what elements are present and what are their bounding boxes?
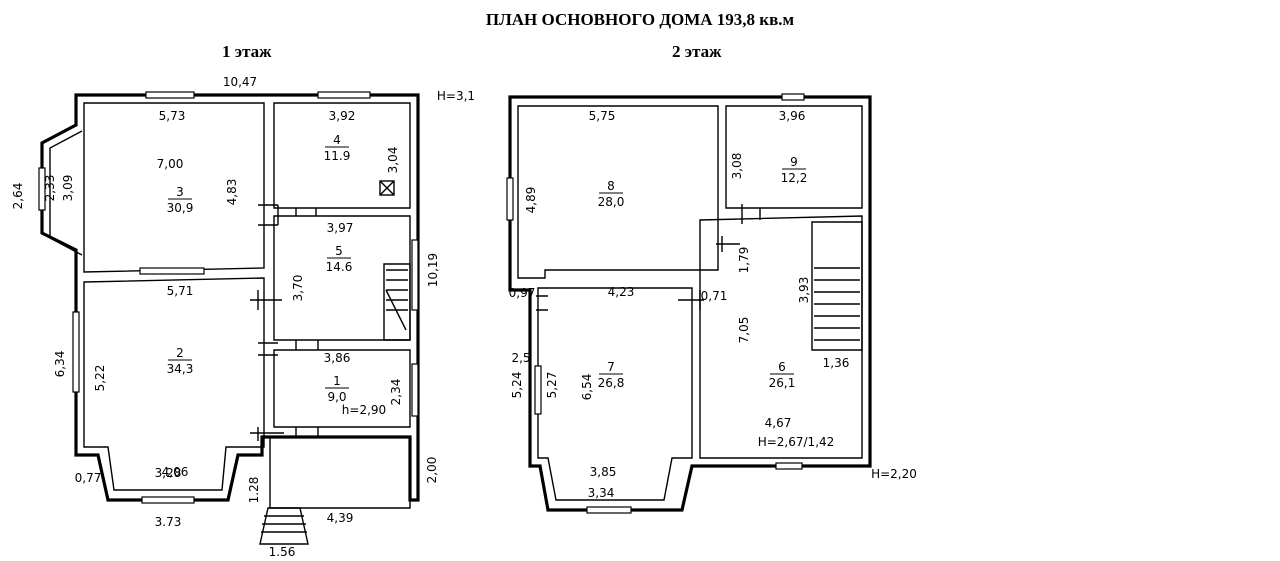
room-number: 6 xyxy=(778,360,786,374)
room-1-label: 19,0 xyxy=(325,374,349,404)
dimension-label: 3,93 xyxy=(797,277,811,304)
room-labels: 330,9411.9514.6234,319,0828,0912,2726,86… xyxy=(167,133,808,404)
dimension-label: 3,09 xyxy=(61,175,75,202)
dimension-label: 3,34 xyxy=(588,486,615,500)
room-area: 12,2 xyxy=(781,171,808,185)
room-area: 14.6 xyxy=(326,260,353,274)
porch-outline xyxy=(269,436,411,509)
dimension-label: 6,54 xyxy=(580,374,594,401)
dimension-label: 5,71 xyxy=(167,284,194,298)
room-4-label: 411.9 xyxy=(324,133,351,163)
room-7-label: 726,8 xyxy=(598,360,625,390)
floor-2-outer-wall xyxy=(508,95,872,512)
dimension-label: 6,34 xyxy=(53,351,67,378)
dimension-label: 1,36 xyxy=(823,356,850,370)
room-area: 26,8 xyxy=(598,376,625,390)
dimension-label: 10,19 xyxy=(426,253,440,287)
room-6-outline xyxy=(699,215,863,459)
plan-title: ПЛАН ОСНОВНОГО ДОМА 193,8 кв.м xyxy=(485,10,795,29)
dimension-label: 3,96 xyxy=(779,109,806,123)
dimension-label: 5,73 xyxy=(159,109,186,123)
room-8-label: 828,0 xyxy=(598,179,625,209)
room-area: 9,0 xyxy=(327,390,346,404)
room-number: 1 xyxy=(333,374,341,388)
room-7-outline xyxy=(537,287,693,501)
dimension-label: 5,24 xyxy=(510,372,524,399)
dimension-label: 4,06 xyxy=(162,465,189,479)
room-1-outline xyxy=(273,349,411,428)
room-area: 11.9 xyxy=(324,149,351,163)
dimension-label: 3,70 xyxy=(291,275,305,302)
dimension-label: 4,67 xyxy=(765,416,792,430)
dimension-label: 3.73 xyxy=(155,515,182,529)
dimension-label: 3,86 xyxy=(324,351,351,365)
room-5-label: 514.6 xyxy=(326,244,353,274)
dimension-label: Н=3,1 xyxy=(437,89,475,103)
room-area: 26,1 xyxy=(769,376,796,390)
dimension-label: 5,75 xyxy=(589,109,616,123)
dimension-label: 2,64 xyxy=(11,183,25,210)
stair-floor-2 xyxy=(811,221,863,351)
dimension-label: 0,97 xyxy=(509,286,536,300)
room-2-label: 234,3 xyxy=(167,346,194,376)
dimension-label: 1.28 xyxy=(247,477,261,504)
dimension-label: 4,89 xyxy=(524,187,538,214)
dimension-label: h=2,90 xyxy=(342,403,386,417)
room-6-label: 626,1 xyxy=(769,360,796,390)
room-9-label: 912,2 xyxy=(781,155,808,185)
dimension-label: 2,34 xyxy=(389,379,403,406)
room-number: 9 xyxy=(790,155,798,169)
floor-2-plan xyxy=(506,93,872,514)
dimension-label: 1.56 xyxy=(269,545,296,559)
dimension-label: 3,04 xyxy=(386,147,400,174)
room-9-outline xyxy=(725,105,863,209)
room-3-label: 330,9 xyxy=(167,185,194,215)
dimension-label: 4,83 xyxy=(225,179,239,206)
room-number: 4 xyxy=(333,133,341,147)
dimension-label: 3,85 xyxy=(590,465,617,479)
entrance-steps xyxy=(259,507,309,545)
dimension-label: 5,27 xyxy=(545,372,559,399)
dimension-label: 3,92 xyxy=(329,109,356,123)
floor-1-plan xyxy=(38,91,420,545)
dimension-label: 3,28 xyxy=(155,466,182,480)
dimension-label: 1,79 xyxy=(737,247,751,274)
dimension-label: 10,47 xyxy=(223,75,257,89)
dimension-label: 0,71 xyxy=(701,289,728,303)
room-area: 30,9 xyxy=(167,201,194,215)
room-number: 8 xyxy=(607,179,615,193)
dimension-label: 4,23 xyxy=(608,285,635,299)
room-number: 7 xyxy=(607,360,615,374)
dimension-label: 0,77 xyxy=(75,471,102,485)
floor-2-label: 2 этаж xyxy=(672,42,722,61)
dimension-label: 7,05 xyxy=(737,317,751,344)
room-number: 2 xyxy=(176,346,184,360)
room-area: 28,0 xyxy=(598,195,625,209)
floor-1-label: 1 этаж xyxy=(222,42,272,61)
dimension-label: 7,00 xyxy=(157,157,184,171)
floor-1-outer-wall xyxy=(40,93,420,502)
dimension-labels: 10,47 5,73 3,92 Н=3,1 7,00 3,09 2,33 2,64 4,83 3,… xyxy=(11,75,917,559)
room-number: 5 xyxy=(335,244,343,258)
stair-floor-1 xyxy=(383,263,411,341)
dimension-label: Н=2,67/1,42 xyxy=(758,435,835,449)
dimension-label: 5,22 xyxy=(93,365,107,392)
dimension-label: 4,39 xyxy=(327,511,354,525)
room-number: 3 xyxy=(176,185,184,199)
ventilation-box xyxy=(379,180,395,196)
dimension-label: 3,97 xyxy=(327,221,354,235)
dimension-label: 2,00 xyxy=(425,457,439,484)
dimension-label: 3,08 xyxy=(730,153,744,180)
floor-1-bay-inner xyxy=(49,130,83,256)
dimension-label: 2,33 xyxy=(43,175,57,202)
room-2-outline xyxy=(83,277,265,491)
room-8-outline xyxy=(517,105,719,279)
room-4-outline xyxy=(273,102,411,209)
dimension-label: Н=2,20 xyxy=(871,467,917,481)
dimension-label: 2,5 xyxy=(511,351,530,365)
room-area: 34,3 xyxy=(167,362,194,376)
room-3-outline xyxy=(83,102,265,273)
